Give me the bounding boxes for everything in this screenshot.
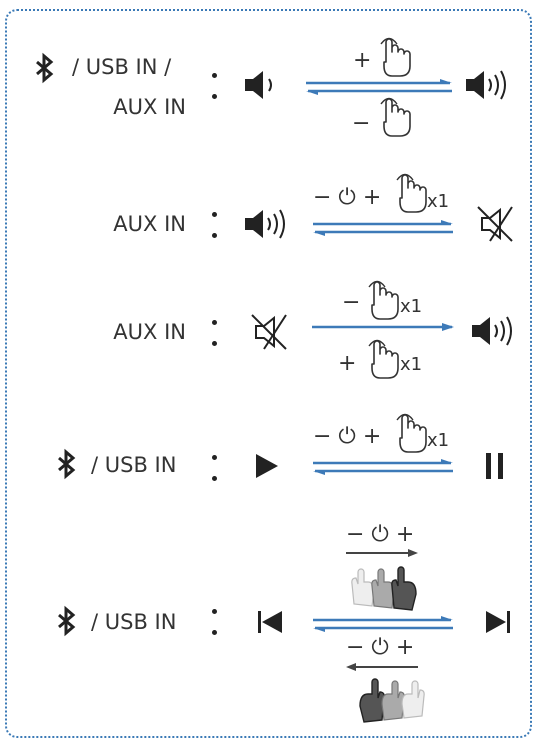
hand-press-icon xyxy=(380,97,411,137)
source-label: AUX IN xyxy=(113,212,186,236)
button-combo-label: − ⏻ + xyxy=(346,635,415,660)
speaker-high-icon xyxy=(466,70,506,100)
forward-hold-arrow xyxy=(346,549,418,557)
pause-icon xyxy=(486,453,503,479)
colon-separator xyxy=(212,73,217,99)
button-combo-label: − ⏻ + xyxy=(313,185,382,210)
colon-separator xyxy=(212,320,217,346)
hand-sequence-icon xyxy=(359,678,425,723)
unmute-arrow xyxy=(312,323,454,331)
colon-separator xyxy=(212,455,217,481)
volume-swap-arrows xyxy=(306,79,452,95)
bluetooth-icon xyxy=(35,54,53,82)
minus-sign: − xyxy=(352,111,371,136)
previous-icon xyxy=(258,611,282,633)
plus-sign: + xyxy=(353,48,372,73)
source-label-line2: AUX IN xyxy=(113,95,186,119)
source-label-line1: / USB IN / xyxy=(72,55,172,79)
speaker-low-icon xyxy=(245,71,272,99)
speaker-high-icon xyxy=(245,209,285,239)
instruction-frame xyxy=(5,9,532,738)
play-pause-swap-arrows xyxy=(313,459,453,475)
press-count: x1 xyxy=(400,354,423,375)
next-icon xyxy=(486,611,510,633)
source-label: / USB IN xyxy=(91,453,177,477)
speaker-high-icon xyxy=(472,316,512,346)
button-combo-label: − ⏻ + xyxy=(346,522,415,547)
colon-separator xyxy=(212,609,217,635)
plus-sign: + xyxy=(338,351,357,376)
button-combo-label: − ⏻ + xyxy=(313,424,382,449)
minus-sign: − xyxy=(342,290,361,315)
hand-press-icon xyxy=(396,413,427,453)
mute-icon xyxy=(251,314,287,350)
track-swap-arrows xyxy=(313,616,453,632)
play-icon xyxy=(256,454,278,478)
colon-separator xyxy=(212,212,217,238)
hand-press-icon xyxy=(380,37,411,77)
bluetooth-icon xyxy=(57,450,75,478)
hand-press-icon xyxy=(368,280,399,320)
backward-hold-arrow xyxy=(346,663,418,671)
press-count: x1 xyxy=(400,296,423,317)
hand-sequence-icon xyxy=(351,566,417,611)
source-label: AUX IN xyxy=(113,320,186,344)
hand-press-icon xyxy=(396,173,427,213)
mute-icon xyxy=(477,206,513,242)
mute-swap-arrows xyxy=(313,220,453,236)
hand-press-icon xyxy=(368,339,399,379)
press-count: x1 xyxy=(427,430,450,451)
bluetooth-icon xyxy=(57,607,75,635)
press-count: x1 xyxy=(427,191,450,212)
source-label: / USB IN xyxy=(91,610,177,634)
